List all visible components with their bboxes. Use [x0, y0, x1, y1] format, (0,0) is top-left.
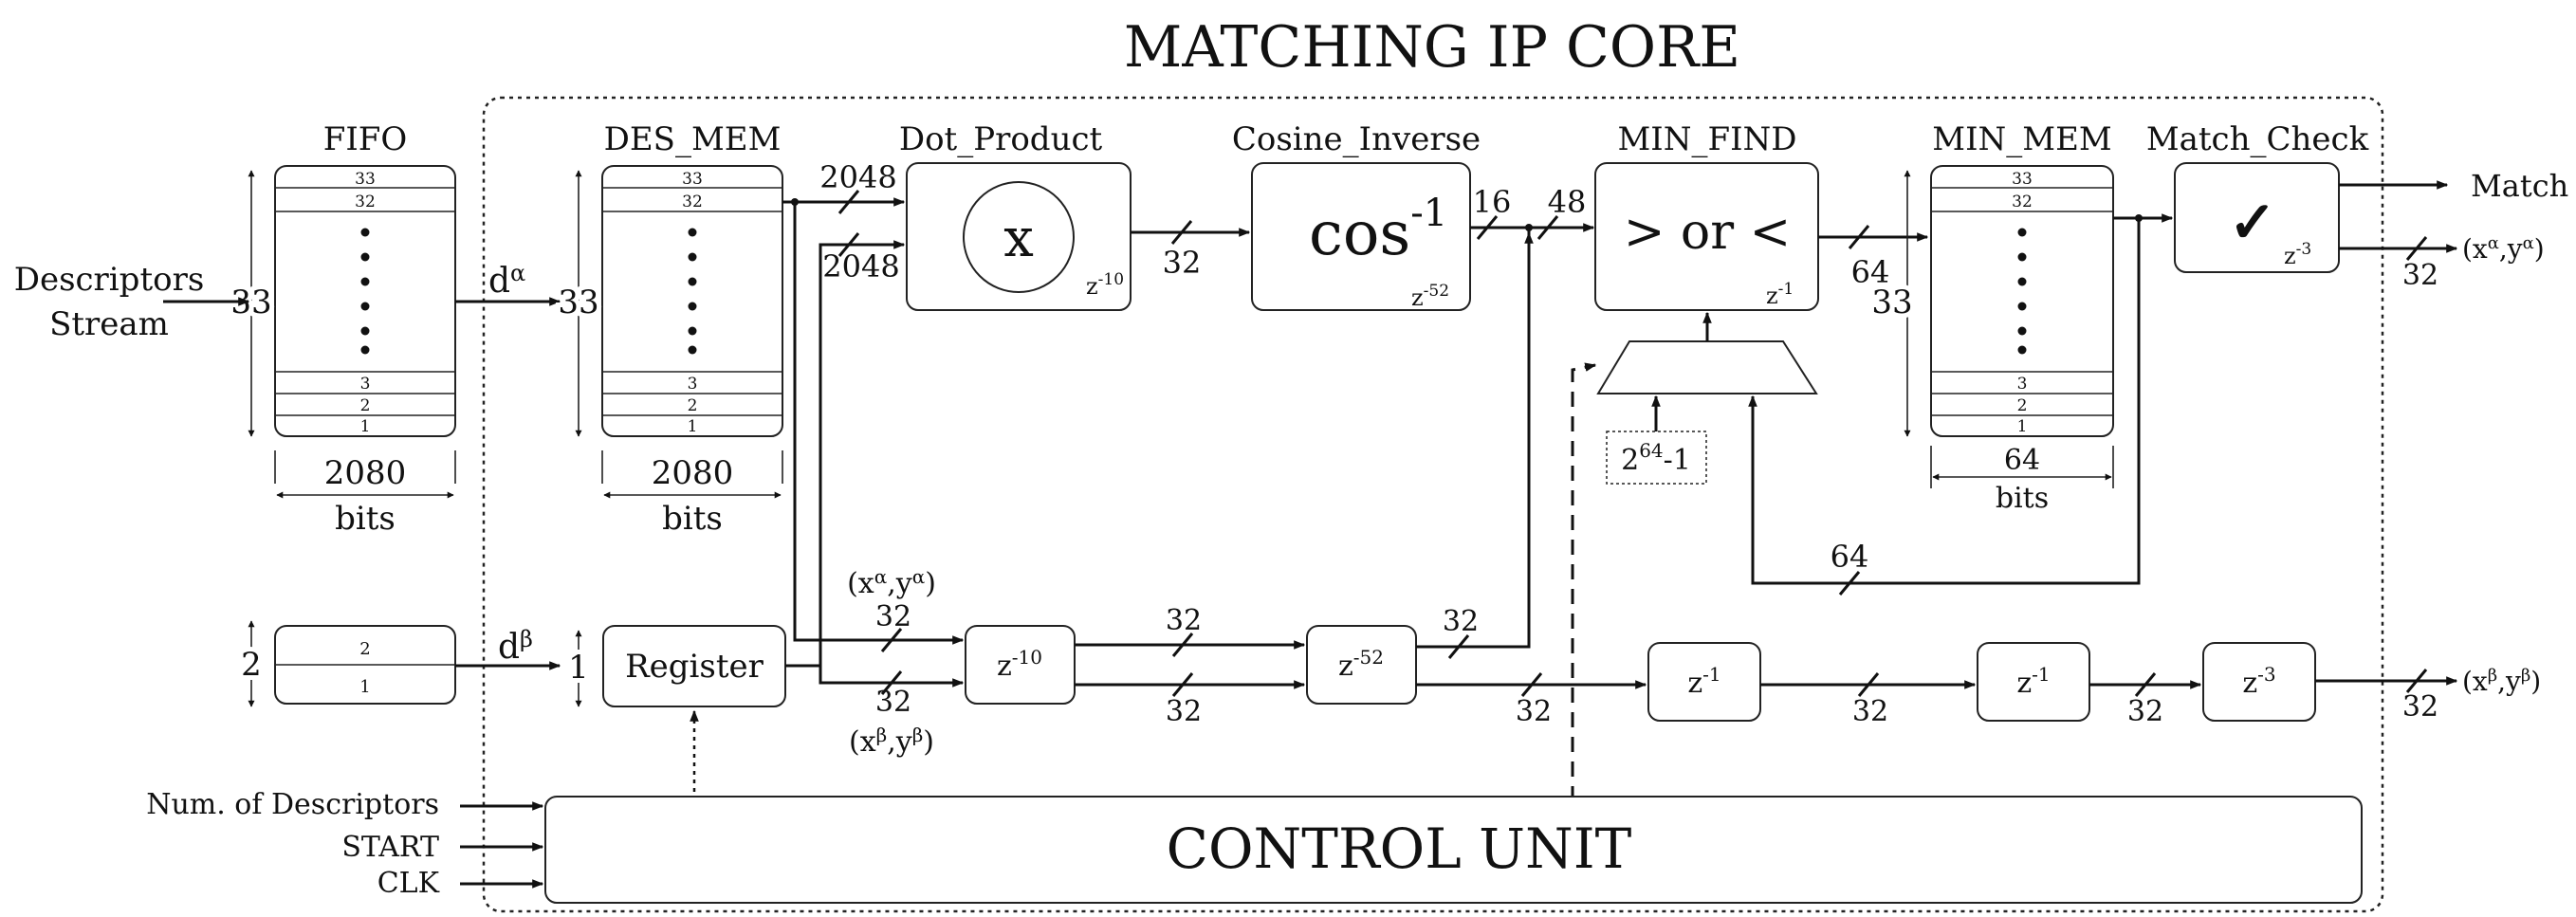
fifo-row-3: 3	[360, 375, 371, 394]
des-mem-width-unit: bits	[662, 500, 723, 538]
min-find-label: MIN_FIND	[1617, 120, 1796, 158]
min-mem-row-32: 32	[2012, 193, 2033, 211]
cosine-inverse-symbol: cos-1	[1309, 192, 1447, 269]
fifo-row-1: 1	[360, 417, 371, 436]
match-output: Match	[2471, 168, 2568, 204]
min-mem-width: 64	[2004, 444, 2040, 477]
xa-ya-output: (xα,yα)	[2462, 233, 2545, 265]
min-mem-row-2: 2	[2017, 396, 2028, 415]
bus-32-xa: 32	[875, 600, 911, 633]
fifo-row-33: 33	[355, 170, 376, 189]
bus-16: 16	[1473, 184, 1512, 220]
match-check-latency: z-3	[2284, 240, 2311, 269]
delay-z1-b	[1977, 642, 2090, 722]
bus-32-b4: 32	[2127, 695, 2163, 728]
des-mem-width: 2080	[652, 454, 734, 492]
min-mem-width-unit: bits	[1996, 482, 2049, 515]
delay-z1-a	[1647, 642, 1761, 722]
bus-32-a1: 32	[1166, 604, 1202, 637]
min-mem-depth: 33	[1871, 284, 1912, 321]
min-find-latency: z-1	[1766, 280, 1794, 309]
multiply-icon	[963, 181, 1075, 293]
match-check-label: Match_Check	[2146, 120, 2369, 158]
bus-32-b2: 32	[1516, 695, 1552, 728]
small-fifo-depth: 2	[241, 646, 262, 684]
bus-2048-top: 2048	[819, 159, 896, 195]
bus-32-b5: 32	[2402, 690, 2438, 724]
checkmark-icon: ✓	[2229, 190, 2276, 256]
mux-constant-box	[1606, 431, 1707, 485]
delay-z1-a-label: z-1	[1687, 663, 1720, 700]
dot-product-symbol: x	[1003, 208, 1034, 269]
num-descriptors-input: Num. of Descriptors	[146, 788, 439, 821]
fifo-width: 2080	[324, 454, 407, 492]
delay-z1-b-label: z-1	[2016, 663, 2050, 700]
start-input: START	[341, 831, 439, 864]
control-unit-label: CONTROL UNIT	[1167, 816, 1632, 881]
bus-32-dot: 32	[1163, 245, 1202, 281]
register-label: Register	[625, 648, 764, 686]
des-mem-depth: 33	[558, 284, 598, 321]
bus-32-a2: 32	[1443, 605, 1479, 638]
fifo-row-2: 2	[360, 396, 371, 415]
fifo-width-unit: bits	[335, 500, 396, 538]
des-mem-label: DES_MEM	[604, 120, 782, 158]
bus-32-b3: 32	[1852, 695, 1888, 728]
min-mem-memory	[1930, 165, 2114, 437]
des-mem-memory	[601, 165, 783, 437]
des-mem-row-2: 2	[688, 396, 698, 415]
xb-yb-label: (xβ,yβ)	[849, 724, 934, 759]
small-fifo-row-1: 1	[359, 677, 370, 697]
xa-ya-label: (xα,yα)	[847, 565, 936, 600]
fifo-row-32: 32	[355, 193, 376, 211]
des-mem-row-33: 33	[682, 170, 703, 189]
control-unit-block	[544, 796, 2363, 904]
dot-product-label: Dot_Product	[899, 120, 1103, 158]
match-check-block	[2174, 162, 2340, 273]
min-mem-row-33: 33	[2012, 170, 2033, 189]
min-find-symbol: > or <	[1624, 204, 1791, 261]
bus-64-feedback: 64	[1831, 539, 1869, 575]
descriptors-stream-label-2: Stream	[49, 305, 169, 343]
delay-z10-label: z-10	[997, 646, 1042, 683]
dot-product-block	[906, 162, 1132, 311]
bus-32-xb: 32	[875, 686, 911, 719]
min-mem-row-3: 3	[2017, 375, 2028, 394]
d-alpha-signal: dα	[488, 260, 525, 301]
cosine-inverse-label: Cosine_Inverse	[1232, 120, 1481, 158]
fifo-label: FIFO	[323, 120, 408, 158]
clk-input: CLK	[377, 867, 440, 900]
ip-core-boundary	[482, 96, 2384, 913]
register-depth: 1	[568, 649, 589, 687]
bus-48: 48	[1548, 184, 1587, 220]
min-mem-label: MIN_MEM	[1932, 120, 2111, 158]
delay-z52	[1306, 625, 1417, 705]
small-fifo-row-2: 2	[359, 639, 370, 659]
des-mem-row-3: 3	[688, 375, 698, 394]
des-mem-row-1: 1	[688, 417, 698, 436]
des-mem-row-32: 32	[682, 193, 703, 211]
cosine-inverse-latency: z-52	[1411, 282, 1449, 311]
bus-2048-bottom: 2048	[822, 248, 899, 284]
diagram-title: MATCHING IP CORE	[1124, 14, 1740, 81]
mux	[1596, 340, 1818, 394]
descriptors-stream-label-1: Descriptors	[14, 261, 205, 299]
delay-z10	[965, 625, 1076, 705]
delay-z52-label: z-52	[1338, 646, 1384, 683]
bus-32-match: 32	[2402, 259, 2438, 292]
mux-constant: 264-1	[1621, 439, 1691, 477]
bus-32-b1: 32	[1166, 695, 1202, 728]
xb-yb-output: (xβ,yβ)	[2462, 666, 2541, 697]
delay-z3-label: z-3	[2242, 663, 2275, 700]
dot-product-latency: z-10	[1086, 270, 1124, 300]
d-beta-signal: dβ	[498, 626, 533, 667]
bus-64-min: 64	[1851, 254, 1890, 290]
min-mem-row-1: 1	[2017, 417, 2028, 436]
cosine-inverse-block	[1251, 162, 1471, 311]
